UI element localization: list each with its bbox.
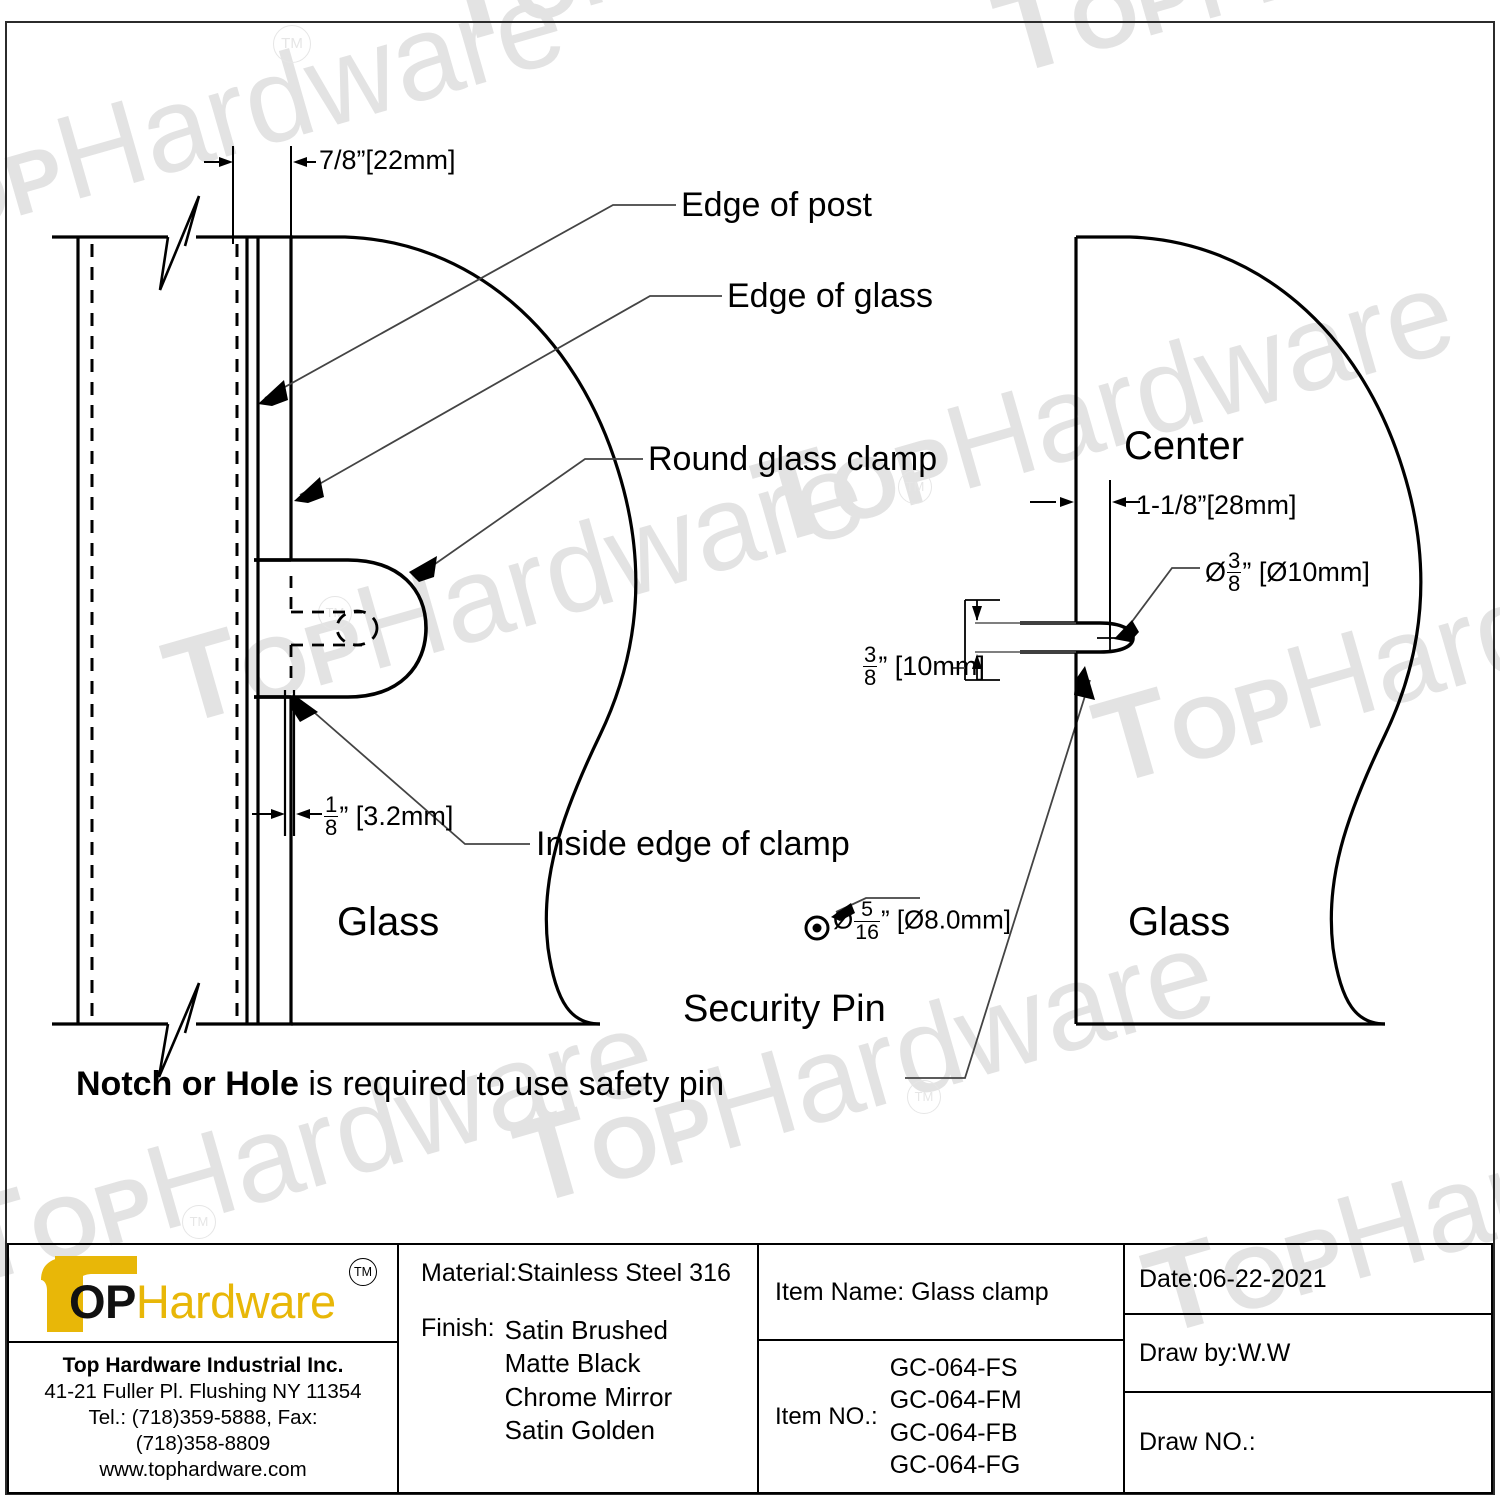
watermark-tm-icon: TM <box>907 1080 941 1114</box>
trademark-icon: TM <box>349 1258 377 1286</box>
label-edge-of-glass: Edge of glass <box>727 277 934 315</box>
finish-option: Satin Brushed <box>504 1315 668 1345</box>
label-round-glass-clamp: Round glass clamp <box>648 440 938 478</box>
watermark-tm-icon: TM <box>182 1205 216 1239</box>
company-address: 41-21 Fuller Pl. Flushing NY 11354 <box>44 1380 362 1404</box>
date-cell: Date:06-22-2021 <box>1125 1245 1491 1315</box>
item-no-list: GC-064-FS GC-064-FM GC-064-FB GC-064-FG <box>890 1352 1022 1482</box>
label-inside-edge-of-clamp: Inside edge of clamp <box>536 825 850 863</box>
dim-hole-dia-unit: ” [Ø10mm] <box>1242 556 1370 587</box>
label-glass-left: Glass <box>337 900 440 944</box>
material-text: Material:Stainless Steel 316 <box>421 1259 731 1287</box>
dim-slot-height-unit: ” [10mm] <box>878 650 985 681</box>
finish-group: Finish: Satin Brushed Matte Black Chrome… <box>421 1314 757 1447</box>
label-glass-right: Glass <box>1128 900 1231 944</box>
draw-no-cell: Draw NO.: <box>1139 1428 1256 1456</box>
item-no-label: Item NO.: <box>775 1402 878 1430</box>
company-website: www.tophardware.com <box>99 1457 307 1481</box>
title-block-company-column: OPHardware TM Top Hardware Industrial In… <box>9 1245 399 1492</box>
material-cell: Material:Stainless Steel 316 Finish: Sat… <box>399 1245 757 1492</box>
label-center: Center <box>1124 424 1245 468</box>
item-number: GC-064-FB <box>889 1418 1018 1447</box>
note-bold-part: Notch or Hole <box>76 1065 299 1103</box>
item-number: GC-064-FG <box>889 1451 1021 1479</box>
item-name-cell: Item Name: Glass clamp <box>759 1245 1123 1341</box>
dia-symbol-icon: Ø <box>1205 556 1227 587</box>
draw-by-cell: Draw by:W.W <box>1125 1315 1491 1393</box>
company-logo: OPHardware TM <box>9 1245 397 1343</box>
title-block: OPHardware TM Top Hardware Industrial In… <box>7 1243 1493 1494</box>
finish-option: Matte Black <box>504 1348 641 1379</box>
item-number: GC-064-FM <box>889 1386 1022 1414</box>
logo-wordmark: OPHardware <box>69 1275 336 1328</box>
watermark-tm-icon: TM <box>273 25 311 63</box>
finish-option: Satin Golden <box>504 1414 655 1445</box>
dim-center-offset-text: 1-1/8”[28mm] <box>1136 490 1297 520</box>
logo-t-glyph <box>41 1256 137 1332</box>
label-edge-of-post: Edge of post <box>681 186 872 224</box>
title-block-item-column: Item Name: Glass clamp Item NO.: GC-064-… <box>759 1245 1125 1492</box>
label-security-pin: Security Pin <box>683 988 886 1030</box>
item-number: GC-064-FS <box>889 1353 1018 1382</box>
watermark-tm-icon: TM <box>898 470 932 504</box>
note-rest-part: is required to use safety pin <box>298 1065 725 1103</box>
title-block-meta-column: Date:06-22-2021 Draw by:W.W Draw NO.: <box>1125 1245 1491 1492</box>
dim-security-pin-dia-unit: ” [Ø8.0mm] <box>880 904 1011 935</box>
dim-clamp-gap-unit: ” [3.2mm] <box>339 800 454 831</box>
dia-symbol-icon-2: Ø <box>833 904 854 935</box>
company-address-block: Top Hardware Industrial Inc. 41-21 Fulle… <box>9 1343 397 1492</box>
finish-list: Satin Brushed Matte Black Chrome Mirror … <box>505 1314 673 1447</box>
drawing-border <box>5 21 1495 1495</box>
item-number-cell: Item NO.: GC-064-FS GC-064-FM GC-064-FB … <box>759 1341 1123 1492</box>
tophardware-logo-icon: OPHardware TM <box>33 1252 377 1334</box>
dim-post-offset-text: 7/8”[22mm] <box>319 145 456 175</box>
title-block-material-column: Material:Stainless Steel 316 Finish: Sat… <box>399 1245 759 1492</box>
company-fax: (718)358-8809 <box>135 1431 271 1455</box>
note-notch-or-hole: Notch or Hole is required to use safety … <box>76 1065 724 1104</box>
finish-option: Chrome Mirror <box>504 1381 673 1412</box>
finish-label: Finish: <box>421 1314 495 1342</box>
company-name: Top Hardware Industrial Inc. <box>62 1353 344 1377</box>
company-tel: Tel.: (718)359-5888, Fax: <box>88 1405 318 1429</box>
